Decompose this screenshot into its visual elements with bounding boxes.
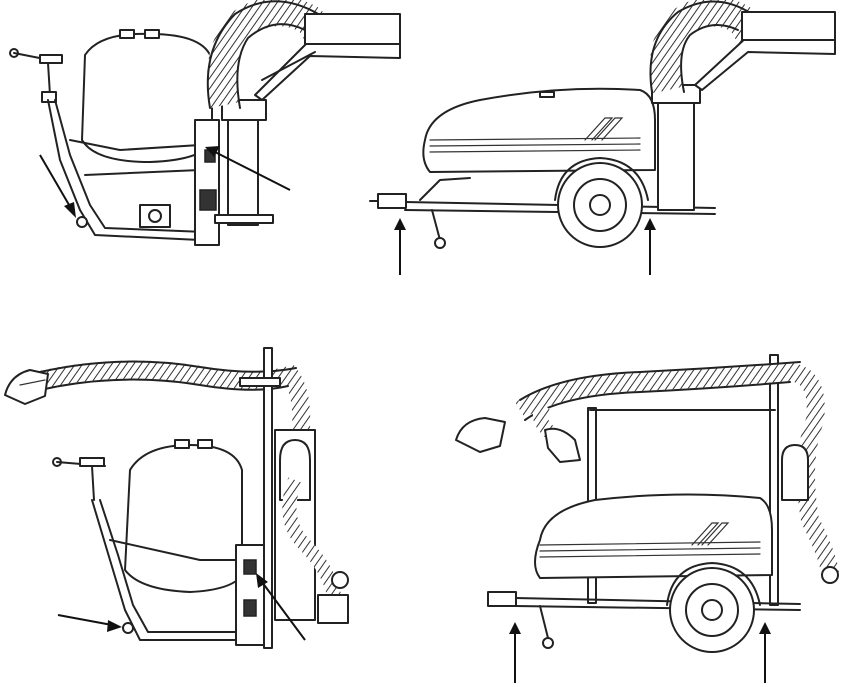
arrow-hitch-point xyxy=(57,614,122,632)
frame xyxy=(91,499,265,646)
stowed-hose xyxy=(206,0,335,109)
boom-arm xyxy=(694,11,836,91)
hitch-handle xyxy=(9,48,63,103)
arrow-hitch-point xyxy=(39,154,76,218)
extended-hose xyxy=(38,360,311,441)
panel-tank-hitch-extended xyxy=(4,347,349,649)
arrow-mount-point xyxy=(256,573,306,641)
hose-nozzle xyxy=(455,417,581,463)
trailer-wheel xyxy=(666,562,761,653)
blower-unit xyxy=(274,429,349,624)
mast xyxy=(239,347,281,649)
trailer-body xyxy=(422,87,656,173)
arrow-axle-support xyxy=(644,218,656,275)
blower-unit xyxy=(781,444,839,584)
trailer-wheel xyxy=(554,157,649,248)
blower-column xyxy=(214,99,274,226)
panel-trailer-stowed xyxy=(369,0,836,275)
tank xyxy=(124,439,243,593)
arrow-mount-point xyxy=(205,146,291,191)
arrow-hitch-support xyxy=(509,622,521,683)
stowed-hose xyxy=(649,0,766,94)
trailer-body xyxy=(534,493,773,579)
panel-trailer-extended xyxy=(455,354,839,683)
panel-tank-hitch-stowed xyxy=(9,0,401,246)
hitch-handle xyxy=(52,457,106,501)
boom-arm xyxy=(254,13,401,101)
arrow-axle-support xyxy=(759,622,771,683)
tank xyxy=(81,29,213,163)
blower-column xyxy=(651,84,701,211)
frame xyxy=(47,99,220,246)
hose-nozzle xyxy=(4,369,49,405)
arrow-hitch-support xyxy=(394,218,406,275)
